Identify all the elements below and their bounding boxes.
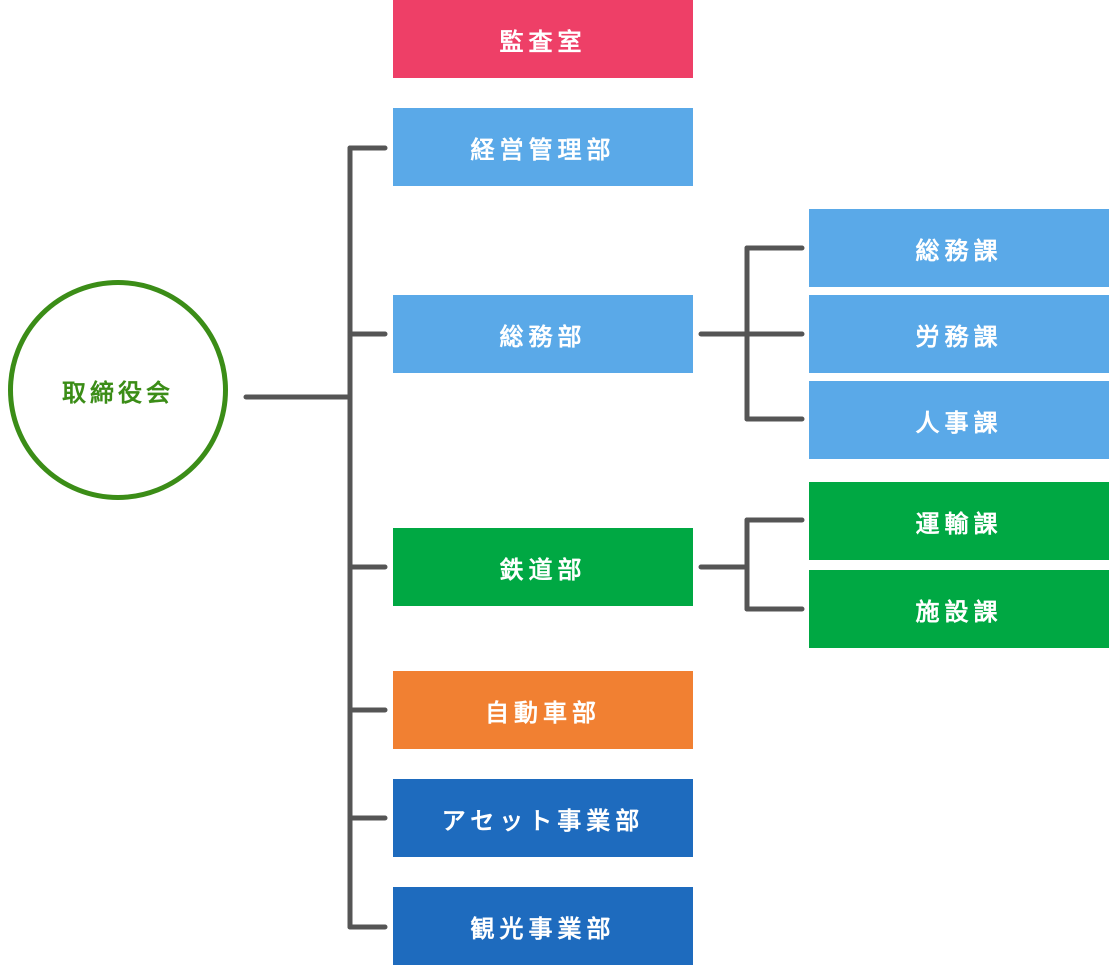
- labor-section-label: 労務課: [915, 322, 1003, 351]
- board-of-directors-node: 取締役会: [8, 280, 228, 500]
- general-affairs-department-box: 総務部: [393, 295, 693, 373]
- railway-department-label: 鉄道部: [499, 555, 587, 584]
- audit-office-box: 監査室: [393, 0, 693, 78]
- facilities-section-label: 施設課: [915, 597, 1003, 626]
- asset-business-department-label: アセット事業部: [441, 806, 645, 835]
- tourism-business-department-box: 観光事業部: [393, 887, 693, 965]
- labor-section-box: 労務課: [809, 295, 1109, 373]
- personnel-section-label: 人事課: [915, 408, 1003, 437]
- asset-business-department-box: アセット事業部: [393, 779, 693, 857]
- general-affairs-section-label: 総務課: [915, 236, 1003, 265]
- facilities-section-box: 施設課: [809, 570, 1109, 648]
- general-affairs-section-box: 総務課: [809, 209, 1109, 287]
- tourism-business-department-label: 観光事業部: [470, 914, 616, 943]
- general-affairs-department-label: 総務部: [499, 322, 587, 351]
- bus-department-label: 自動車部: [485, 698, 601, 727]
- personnel-section-box: 人事課: [809, 381, 1109, 459]
- transport-section-box: 運輸課: [809, 482, 1109, 560]
- bus-department-box: 自動車部: [393, 671, 693, 749]
- transport-section-label: 運輸課: [915, 509, 1003, 538]
- board-of-directors-label: 取締役会: [62, 378, 174, 407]
- audit-office-label: 監査室: [499, 27, 587, 56]
- railway-department-box: 鉄道部: [393, 528, 693, 606]
- management-department-box: 経営管理部: [393, 108, 693, 186]
- management-department-label: 経営管理部: [470, 135, 616, 164]
